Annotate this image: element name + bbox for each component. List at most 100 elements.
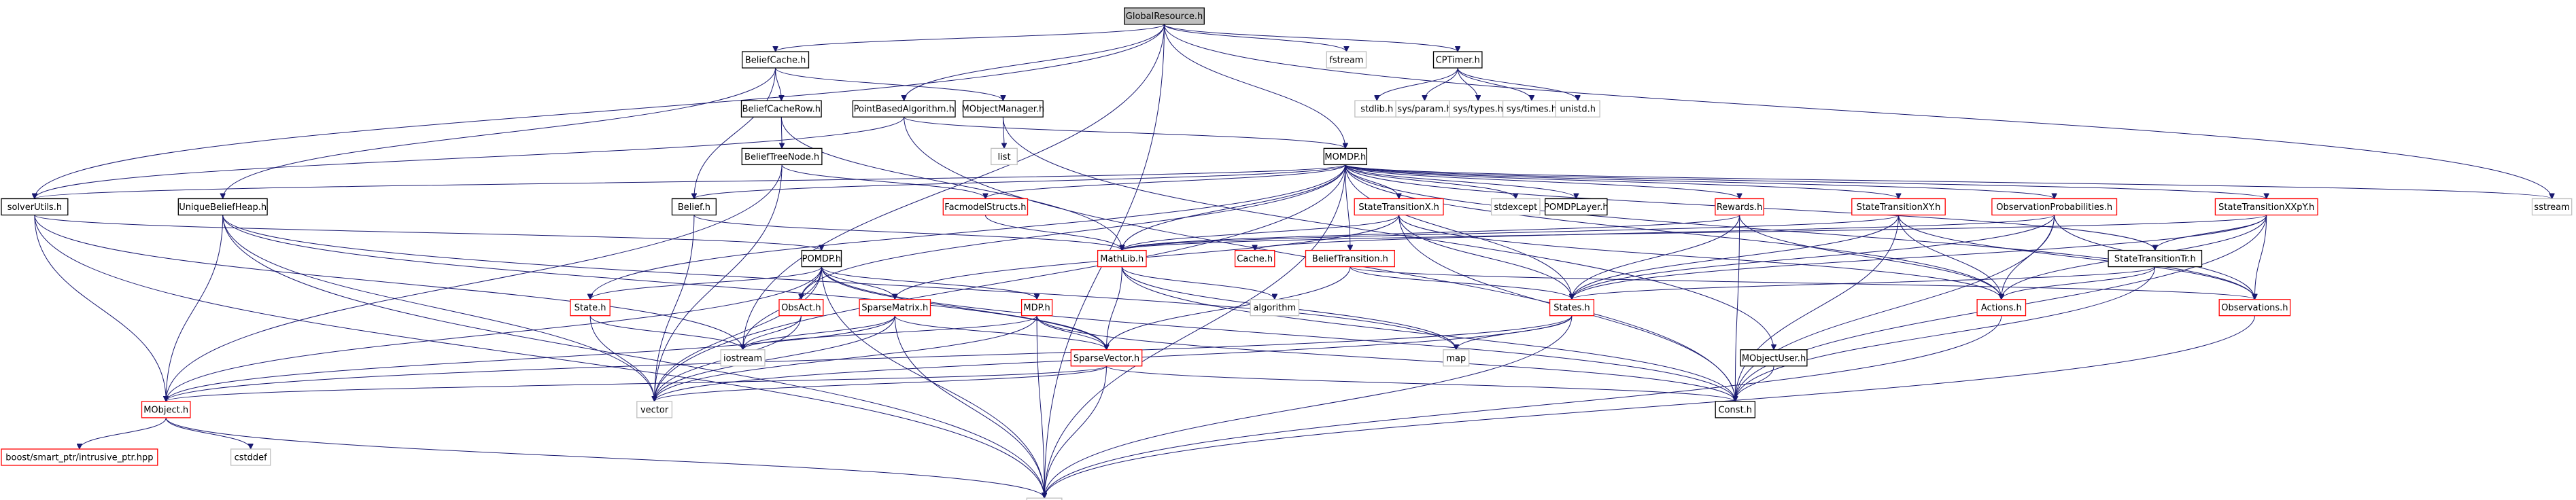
nodes-layer: GlobalResource.hBeliefCache.hPointBasedA… bbox=[1, 7, 2573, 500]
node-rewards[interactable]: Rewards.h bbox=[1715, 198, 1764, 216]
node-label: Actions.h bbox=[1981, 303, 2022, 313]
edge-belief-cache-to-belief-cache-row bbox=[775, 67, 782, 101]
node-facmodel-structs[interactable]: FacmodelStructs.h bbox=[942, 198, 1029, 216]
edge-sparse-matrix-to-vector bbox=[655, 315, 895, 401]
node-box bbox=[1326, 51, 1367, 69]
node-state[interactable]: State.h bbox=[570, 299, 611, 317]
node-unistd[interactable]: unistd.h bbox=[1555, 100, 1600, 118]
node-cache[interactable]: Cache.h bbox=[1234, 249, 1275, 268]
edge-mdp-to-sparse-vector bbox=[1036, 315, 1106, 350]
node-momdp[interactable]: MOMDP.h bbox=[1323, 147, 1367, 166]
node-box bbox=[859, 299, 931, 317]
node-box bbox=[1124, 7, 1205, 25]
node-algorithm[interactable]: algorithm bbox=[1250, 299, 1300, 317]
edge-momdp-to-belief bbox=[694, 164, 1346, 199]
node-state-transition-x[interactable]: StateTransitionX.h bbox=[1354, 198, 1444, 216]
edge-pomdp-to-sparse-vector bbox=[821, 266, 1106, 350]
node-label: vector bbox=[640, 405, 669, 415]
node-point-based-algorithm[interactable]: PointBasedAlgorithm.h bbox=[852, 100, 956, 118]
node-box bbox=[742, 51, 810, 69]
node-label: BeliefCache.h bbox=[745, 56, 806, 66]
node-global-resource[interactable]: GlobalResource.h bbox=[1124, 7, 1205, 25]
edge-state-transition-x-to-sparse-matrix bbox=[895, 215, 1400, 300]
node-mobject[interactable]: MObject.h bbox=[141, 401, 191, 418]
node-state-transition-xxp-y[interactable]: StateTransitionXXpY.h bbox=[2214, 198, 2318, 216]
node-box bbox=[1976, 299, 2027, 317]
edge-observation-probabilities-to-states bbox=[1572, 215, 2055, 300]
node-sstream[interactable]: sstream bbox=[2531, 198, 2573, 216]
edge-math-lib-to-sparse-vector bbox=[1107, 266, 1122, 350]
node-cptimer[interactable]: CPTimer.h bbox=[1432, 51, 1483, 69]
node-label: stdlib.h bbox=[1360, 105, 1393, 115]
edge-mdp-to-const bbox=[1036, 315, 1735, 401]
node-mdp[interactable]: MDP.h bbox=[1020, 299, 1053, 317]
node-math-lib[interactable]: MathLib.h bbox=[1097, 249, 1147, 268]
node-solver-utils[interactable]: solverUtils.h bbox=[1, 198, 69, 216]
node-obs-act[interactable]: ObsAct.h bbox=[778, 299, 824, 317]
node-box bbox=[2531, 198, 2573, 216]
edge-solver-utils-to-mobject bbox=[34, 215, 166, 401]
node-box bbox=[1305, 249, 1395, 268]
node-mobject-manager[interactable]: MObjectManager.h bbox=[962, 100, 1045, 118]
node-pomdp[interactable]: POMDP.h bbox=[801, 249, 842, 268]
edge-states-to-string bbox=[1044, 315, 1573, 499]
node-box bbox=[1549, 299, 1595, 317]
edge-solver-utils-to-iostream bbox=[34, 215, 743, 350]
node-vector[interactable]: vector bbox=[636, 401, 673, 418]
node-observations[interactable]: Observations.h bbox=[2218, 299, 2291, 317]
node-label: iostream bbox=[723, 353, 762, 363]
node-belief-cache[interactable]: BeliefCache.h bbox=[742, 51, 810, 69]
edge-momdp-to-observations bbox=[1345, 164, 2255, 299]
node-const[interactable]: Const.h bbox=[1715, 401, 1756, 418]
node-sparse-matrix[interactable]: SparseMatrix.h bbox=[859, 299, 931, 317]
edge-belief-transition-to-observations bbox=[1350, 266, 2254, 300]
node-belief-transition[interactable]: BeliefTransition.h bbox=[1305, 249, 1395, 268]
node-label: UniqueBeliefHeap.h bbox=[179, 202, 267, 213]
edge-momdp-to-state-transition-xxp-y bbox=[1345, 164, 2267, 199]
node-boost[interactable]: boost/smart_ptr/intrusive_ptr.hpp bbox=[1, 448, 158, 466]
node-systypes[interactable]: sys/types.h bbox=[1449, 100, 1508, 118]
node-states[interactable]: States.h bbox=[1549, 299, 1595, 317]
edge-belief-tree-node-to-mobject bbox=[166, 164, 783, 401]
node-state-transition-tr[interactable]: StateTransitionTr.h bbox=[2108, 249, 2203, 268]
node-map[interactable]: map bbox=[1443, 349, 1470, 367]
node-unique-belief-heap[interactable]: UniqueBeliefHeap.h bbox=[177, 198, 268, 216]
node-actions[interactable]: Actions.h bbox=[1976, 299, 2027, 317]
edge-unique-belief-heap-to-mobject bbox=[166, 215, 224, 401]
node-pomdplayer[interactable]: POMDPLayer.h bbox=[1544, 198, 1609, 216]
node-belief-tree-node[interactable]: BeliefTreeNode.h bbox=[741, 147, 823, 166]
node-state-transition-xy[interactable]: StateTransitionXY.h bbox=[1851, 198, 1946, 216]
node-iostream[interactable]: iostream bbox=[720, 349, 766, 367]
node-sysparam[interactable]: sys/param.h bbox=[1395, 100, 1454, 118]
node-mobject-user[interactable]: MObjectUser.h bbox=[1740, 349, 1808, 367]
edge-sparse-vector-to-string bbox=[1044, 365, 1107, 498]
node-label: BeliefTransition.h bbox=[1312, 254, 1388, 264]
edge-solver-utils-to-pomdp bbox=[34, 215, 822, 251]
node-cstddef[interactable]: cstddef bbox=[230, 448, 271, 466]
node-fstream[interactable]: fstream bbox=[1326, 51, 1367, 69]
edge-state-transition-xy-to-states bbox=[1572, 215, 1899, 300]
edge-point-based-algorithm-to-solver-utils bbox=[35, 117, 905, 198]
node-observation-probabilities[interactable]: ObservationProbabilities.h bbox=[1991, 198, 2118, 216]
node-belief[interactable]: Belief.h bbox=[671, 198, 717, 216]
node-box bbox=[1026, 497, 1063, 500]
node-string[interactable]: string bbox=[1026, 497, 1063, 500]
edge-momdp-to-observation-probabilities bbox=[1345, 164, 2055, 199]
node-sparse-vector[interactable]: SparseVector.h bbox=[1070, 349, 1143, 367]
node-box bbox=[1851, 198, 1946, 216]
node-stdexcept[interactable]: stdexcept bbox=[1490, 198, 1541, 216]
node-systimes[interactable]: sys/times.h bbox=[1502, 100, 1561, 118]
edge-momdp-to-facmodel-structs bbox=[985, 164, 1346, 199]
node-list[interactable]: list bbox=[991, 147, 1018, 166]
node-box bbox=[1545, 198, 1608, 216]
node-belief-cache-row[interactable]: BeliefCacheRow.h bbox=[740, 100, 822, 118]
node-box bbox=[1097, 249, 1147, 268]
node-stdlib[interactable]: stdlib.h bbox=[1354, 100, 1400, 118]
node-box bbox=[1740, 349, 1808, 367]
node-label: algorithm bbox=[1253, 303, 1296, 313]
edge-mobject-manager-to-mobject-user bbox=[1002, 117, 1774, 350]
edge-momdp-to-math-lib bbox=[1122, 164, 1346, 250]
node-box bbox=[2218, 299, 2291, 317]
edge-state-transition-xy-to-observations bbox=[1898, 215, 2255, 300]
node-box bbox=[1354, 100, 1400, 118]
